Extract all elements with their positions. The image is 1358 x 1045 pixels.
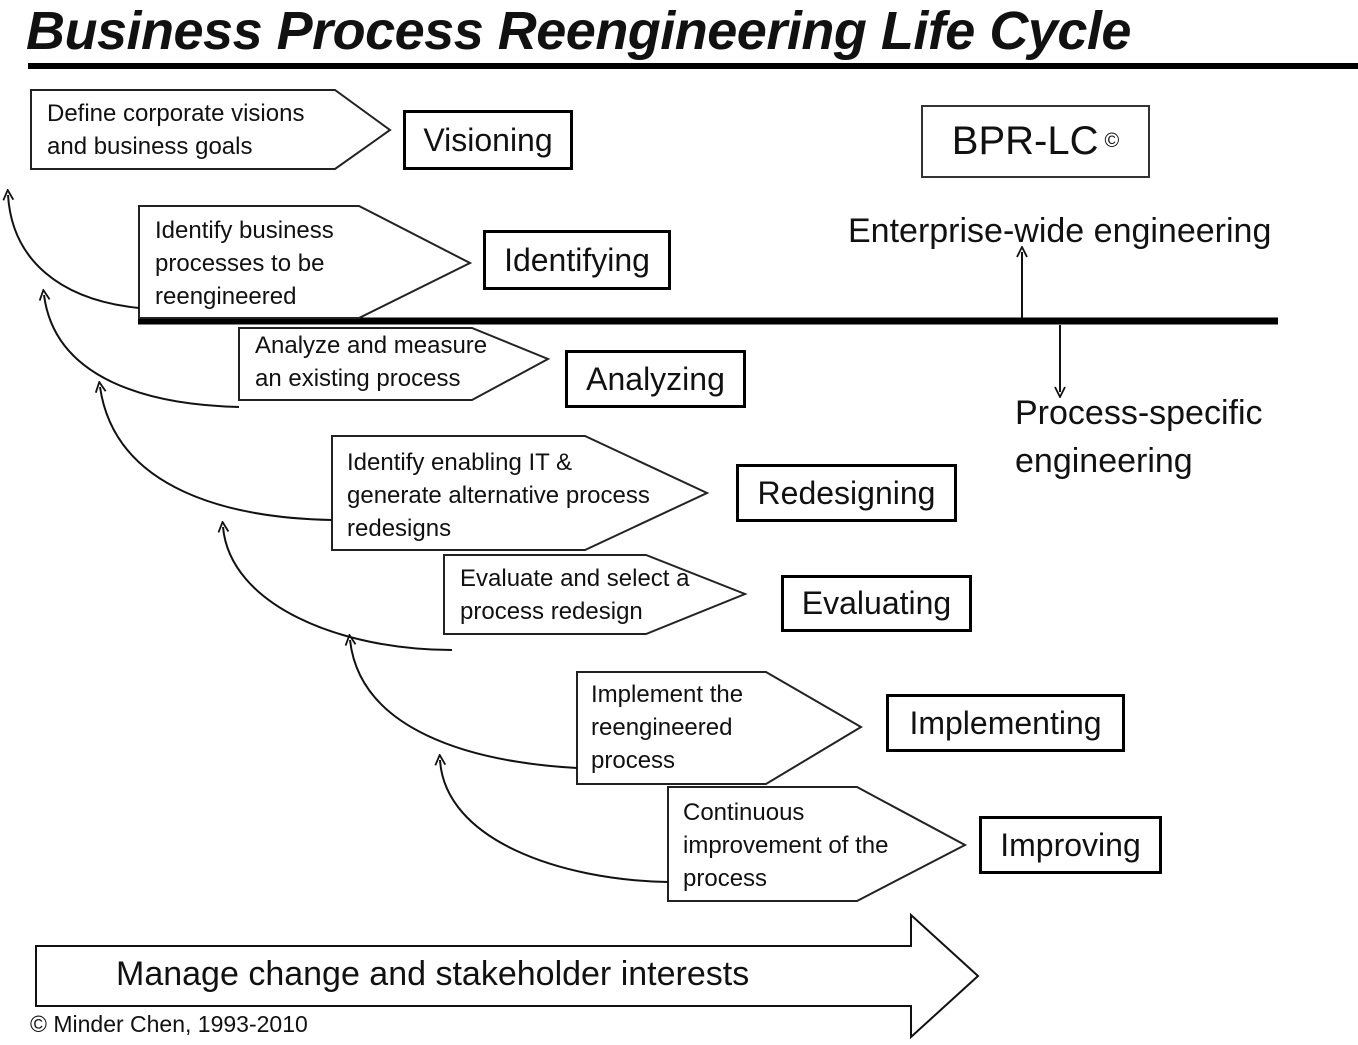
feedback-curve [350,640,578,769]
step-arrow-analyzing [238,327,551,401]
title-underline [28,63,1358,69]
step-description: Identify enabling IT & generate alternat… [347,449,650,542]
diagram-title: Business Process Reengineering Life Cycl… [26,1,1131,61]
badge-text: BPR-LC [951,119,1099,163]
feedback-curve [44,295,240,408]
step-description: Continuous improvement of the process [683,799,889,892]
stage-box-evaluating: Evaluating [781,575,972,632]
step-arrow-identifying [138,205,473,319]
step-description: Analyze and measure an existing process [255,332,488,392]
copyright-notice: © Minder Chen, 1993-2010 [30,1011,308,1037]
stage-box-identifying: Identifying [483,230,671,290]
step-description: Implement the reengineered process [591,681,744,774]
feedback-curve [100,387,333,521]
feedback-curve [440,760,669,883]
bpr-lc-badge: BPR-LC© [921,105,1150,178]
feedback-curve [8,195,140,309]
process-specific-label: Process-specific engineering [1015,394,1263,480]
stage-box-visioning: Visioning [403,110,573,170]
manage-change-arrow [35,912,980,1040]
enterprise-wide-label: Enterprise-wide engineering [848,212,1272,250]
step-description: Identify business processes to be reengi… [155,217,334,310]
step-arrow-evaluating [443,554,748,635]
stage-box-redesigning: Redesigning [736,464,957,522]
stage-box-analyzing: Analyzing [565,350,746,408]
step-description: Define corporate visions and business go… [47,100,305,160]
stage-box-improving: Improving [979,816,1162,874]
step-arrow-visioning [30,89,392,170]
step-arrow-implementing [576,671,863,785]
step-arrow-redesigning [331,435,710,551]
copyright-mark: © [1104,130,1120,152]
step-description: Evaluate and select a process redesign [460,565,690,625]
feedback-curve [223,527,453,651]
stage-box-implementing: Implementing [886,694,1125,752]
manage-change-label: Manage change and stakeholder interests [116,955,750,993]
